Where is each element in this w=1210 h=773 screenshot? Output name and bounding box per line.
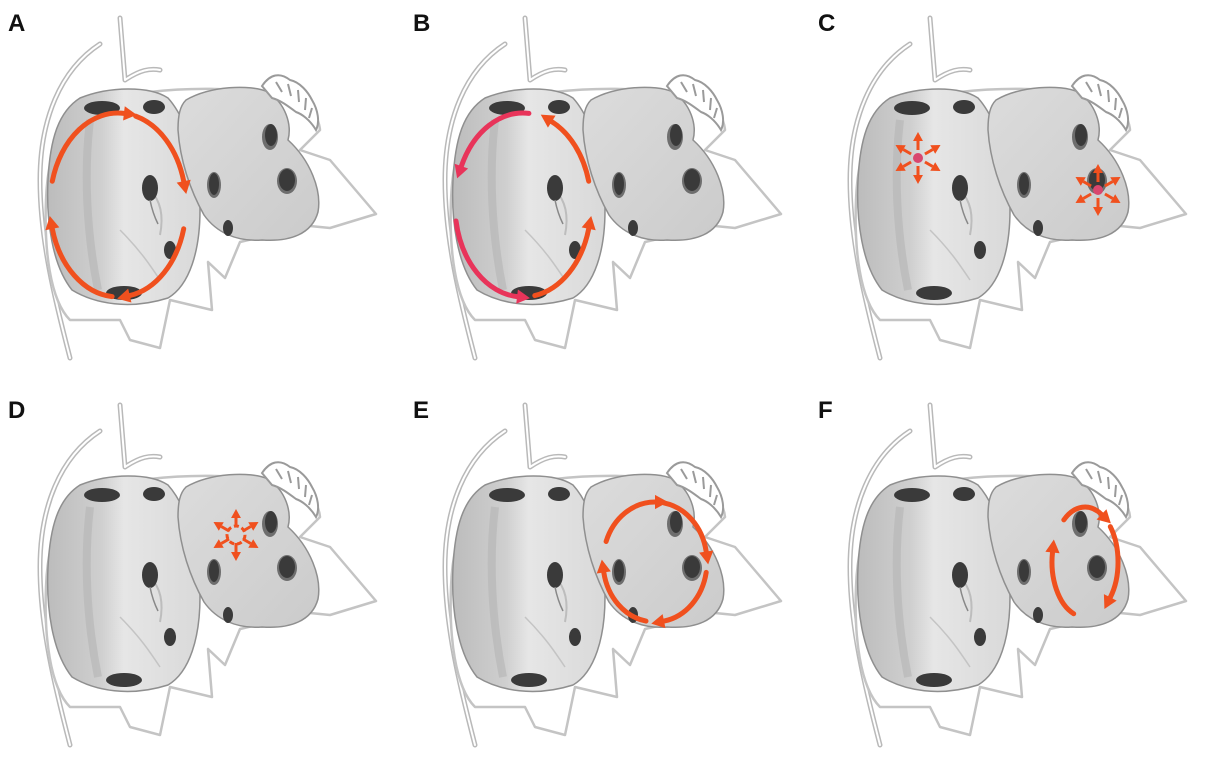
heart-illustration xyxy=(810,387,1210,773)
panel-f: F xyxy=(810,387,1210,773)
heart-illustration xyxy=(0,0,400,386)
heart-illustration xyxy=(405,0,805,386)
heart-illustration xyxy=(0,387,400,773)
left-atrium xyxy=(858,89,1010,304)
heart-illustration xyxy=(810,0,1210,386)
panel-e: E xyxy=(405,387,805,773)
heart-illustration xyxy=(405,387,805,773)
panel-d: D xyxy=(0,387,400,773)
panel-a: A xyxy=(0,0,400,386)
panel-c: C xyxy=(810,0,1210,386)
left-atrium xyxy=(48,476,200,691)
left-atrium xyxy=(453,476,605,691)
left-atrium xyxy=(858,476,1010,691)
panel-b: B xyxy=(405,0,805,386)
